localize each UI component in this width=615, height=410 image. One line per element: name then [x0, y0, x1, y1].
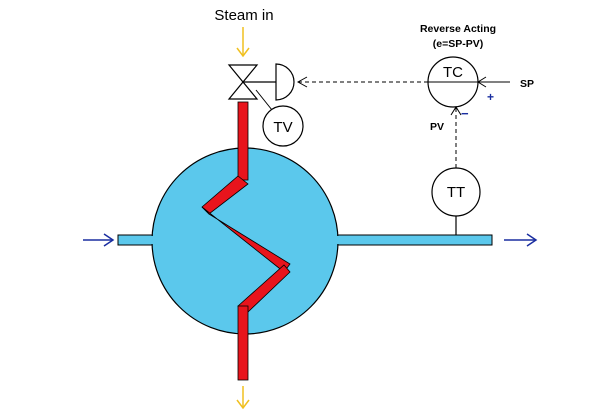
pv-label: PV	[430, 121, 444, 133]
tt-label: TT	[447, 184, 465, 201]
steam-inlet-arrow	[236, 27, 250, 58]
process-inlet-arrow	[83, 233, 115, 247]
process-outlet-arrow	[504, 233, 538, 247]
sp-label: SP	[520, 78, 534, 90]
error-equation-label: (e=SP-PV)	[433, 38, 483, 50]
steam-outlet-arrow	[236, 386, 250, 410]
tv-leader-line	[255, 89, 273, 111]
valve-actuator	[275, 63, 295, 101]
outlet-pipe	[329, 234, 493, 246]
pv-minus-sign: −	[461, 106, 469, 121]
control-valve	[227, 64, 259, 100]
tv-label: TV	[273, 119, 292, 136]
sp-arrowhead	[477, 76, 487, 88]
control-signal-arrowhead	[296, 76, 308, 88]
steam-in-label: Steam in	[214, 7, 273, 24]
sp-plus-sign: +	[487, 90, 494, 104]
tv-instrument-bubble	[262, 105, 304, 147]
pv-arrowhead	[450, 106, 462, 116]
steam-coil	[201, 101, 291, 381]
controller-mode-label: Reverse Acting	[420, 23, 496, 35]
tc-label: TC	[443, 64, 463, 81]
